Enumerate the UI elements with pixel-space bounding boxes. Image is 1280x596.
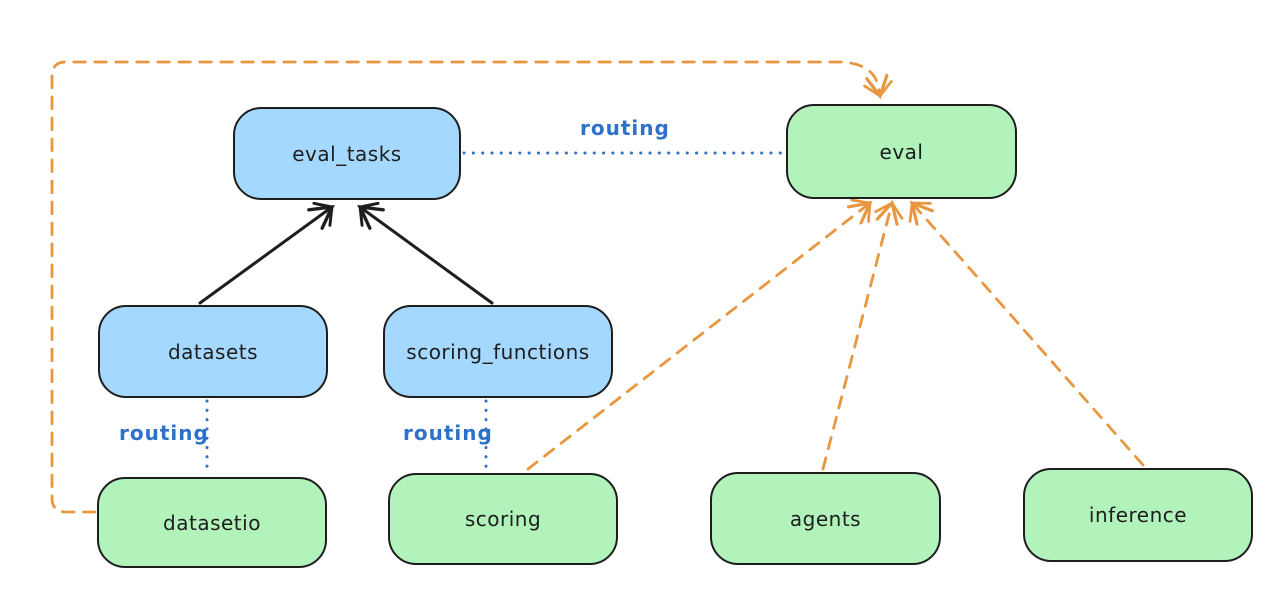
edge-datasets-to-eval-tasks bbox=[198, 201, 335, 305]
edge-label-routing-scoring-functions-scoring: routing bbox=[403, 421, 493, 445]
edge-inference-to-eval bbox=[908, 200, 1145, 467]
edge-agents-to-eval bbox=[821, 199, 904, 471]
node-inference-label: inference bbox=[1088, 503, 1188, 527]
node-datasets: datasets bbox=[98, 305, 328, 398]
node-inference: inference bbox=[1023, 468, 1253, 562]
edge-label-routing-datasets-datasetio: routing bbox=[119, 421, 209, 445]
node-scoring: scoring bbox=[388, 473, 618, 565]
node-datasets-label: datasets bbox=[167, 339, 259, 364]
node-eval-label: eval bbox=[879, 139, 924, 164]
node-datasetio: datasetio bbox=[97, 477, 327, 568]
node-datasetio-label: datasetio bbox=[163, 510, 261, 535]
node-agents: agents bbox=[710, 472, 941, 565]
edge-scoring-functions-to-eval-tasks bbox=[357, 201, 494, 305]
node-scoring-label: scoring bbox=[464, 507, 542, 531]
node-eval: eval bbox=[786, 104, 1017, 199]
node-agents-label: agents bbox=[789, 506, 862, 531]
edge-label-routing-eval-tasks-eval: routing bbox=[580, 116, 670, 140]
node-scoring-functions-label: scoring_functions bbox=[406, 339, 590, 364]
node-eval-tasks-label: eval_tasks bbox=[292, 141, 402, 166]
node-eval-tasks: eval_tasks bbox=[233, 107, 461, 200]
node-scoring-functions: scoring_functions bbox=[383, 305, 613, 398]
